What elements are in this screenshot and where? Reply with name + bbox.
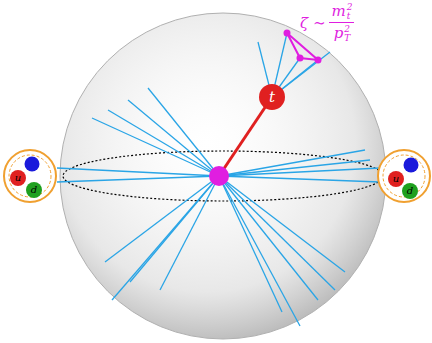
scripts: 2T — [344, 25, 350, 43]
subscript: T — [344, 34, 350, 43]
superscript: 2 — [347, 3, 353, 12]
quark-symbol: u — [393, 174, 399, 184]
beam-plane — [63, 151, 383, 201]
quark-symbol: d — [407, 186, 413, 196]
down-quark: d — [26, 182, 42, 198]
superscript: 2 — [344, 25, 350, 34]
formula: ζ ∼m2tp2T — [300, 2, 354, 43]
down-quark: d — [402, 183, 418, 199]
variable: p — [334, 24, 344, 42]
formula-symbol: ζ ∼ — [300, 14, 325, 32]
fraction: m2tp2T — [329, 2, 354, 43]
subjet-dots — [284, 30, 322, 64]
up-quark: u — [10, 170, 26, 186]
quark-symbol: t — [269, 90, 275, 105]
top-track — [219, 97, 272, 176]
quark-symbol: u — [15, 173, 21, 183]
proton-left — [4, 150, 56, 202]
denominator: p2T — [332, 23, 353, 43]
vertex — [209, 166, 229, 186]
numerator: m2t — [329, 2, 354, 23]
scripts: 2t — [347, 3, 353, 21]
quark-symbol: d — [31, 185, 37, 195]
detector-sphere — [60, 13, 386, 339]
up-quark: u — [388, 171, 404, 187]
jet-lines — [57, 33, 380, 326]
variable: m — [331, 2, 345, 20]
subscript: t — [347, 12, 353, 21]
top-quark: t — [259, 84, 285, 110]
proton-right — [378, 150, 430, 202]
